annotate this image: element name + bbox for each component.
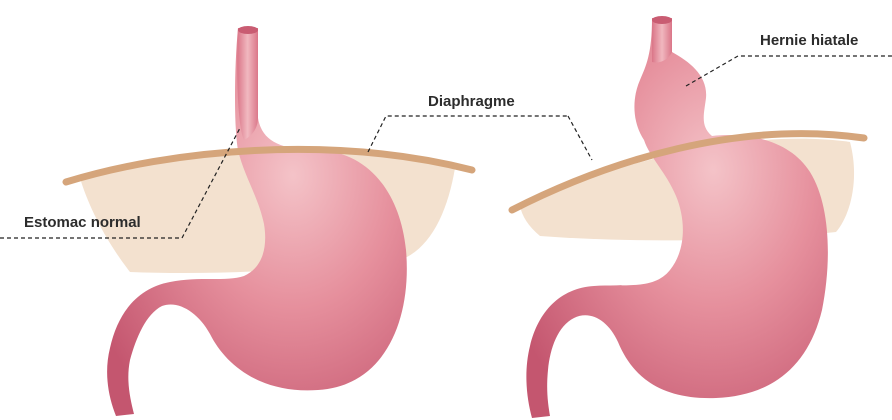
normal-esophagus [237, 28, 258, 140]
hernia-stomach-illustration [512, 16, 864, 418]
label-hiatal-hernia: Hernie hiatale [760, 32, 858, 49]
hernia-esophagus-opening [652, 16, 672, 24]
hernia-esophagus [652, 18, 672, 63]
leader-line-diaphragm-right [568, 116, 592, 160]
leader-line-diaphragm-left [368, 116, 568, 152]
normal-esophagus-opening [238, 26, 258, 34]
leader-line-hiatal-hernia [686, 56, 892, 86]
label-normal-stomach: Estomac normal [24, 214, 141, 231]
label-diaphragm: Diaphragme [428, 93, 515, 110]
